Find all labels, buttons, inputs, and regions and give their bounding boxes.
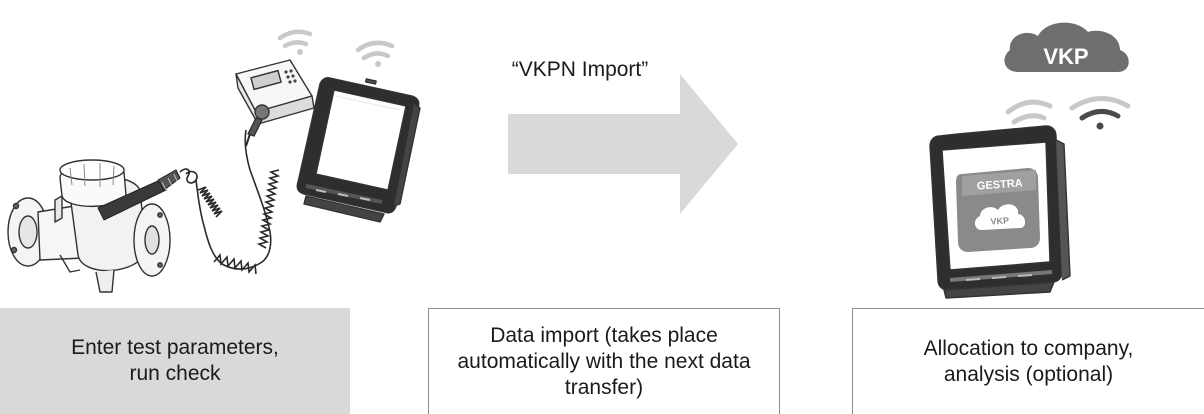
reader-device — [235, 59, 315, 147]
vkp-cloud-icon: VKP — [1004, 22, 1129, 72]
step-text: Data import (takes place automatically w… — [457, 323, 751, 399]
cloud-label: VKP — [1043, 44, 1088, 69]
step-box-test-parameters: Enter test parameters, run check — [0, 308, 350, 414]
smartphone — [296, 77, 421, 223]
smartphone-with-app: GESTRA VKP — [929, 125, 1071, 299]
step-box-allocation: Allocation to company, analysis (optiona… — [852, 308, 1204, 414]
step-text: Enter test parameters, run check — [71, 336, 279, 385]
coiled-cable — [179, 129, 281, 275]
import-label: “VKPN Import” — [511, 58, 649, 81]
wifi-signal-icon — [355, 40, 395, 67]
import-arrow — [508, 74, 738, 214]
steam-trap-illustration — [7, 159, 171, 293]
step-box-data-import: Data import (takes place automatically w… — [428, 308, 780, 414]
app-brand-label: GESTRA — [977, 177, 1024, 192]
diagram-illustration: VKP GESTRA VKP — [7, 22, 1131, 299]
wifi-signal-icon — [277, 29, 313, 55]
step-text: Allocation to company, analysis (optiona… — [923, 336, 1134, 386]
app-tile-label: VKP — [990, 215, 1009, 226]
test-probe — [97, 169, 181, 221]
